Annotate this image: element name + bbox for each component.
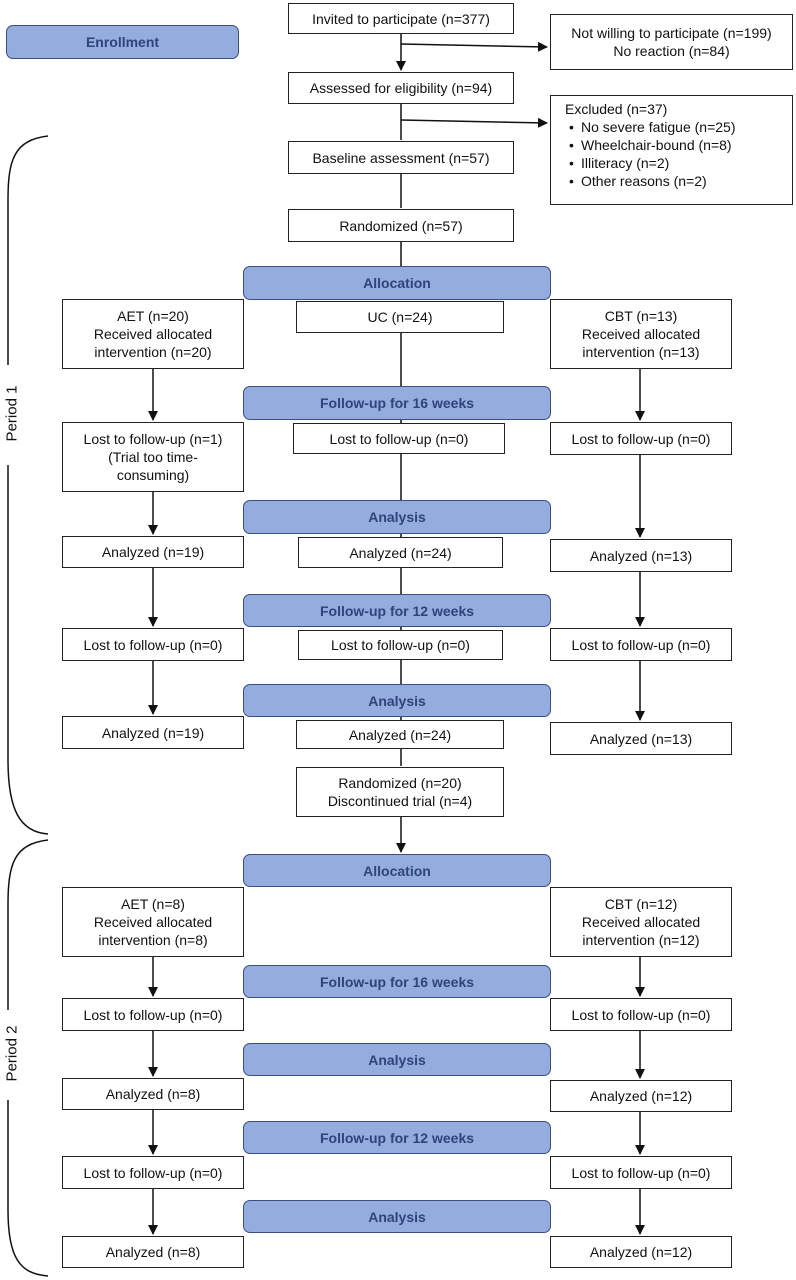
p1-an1-uc-text: Analyzed (n=24) xyxy=(349,544,452,561)
p1-an1-aet-text: Analyzed (n=19) xyxy=(101,544,205,560)
p1-aet-line: AET (n=20) xyxy=(117,308,189,324)
assessed-text: Assessed for eligibility (n=94) xyxy=(309,80,493,96)
p1-an2-cbt-box: Analyzed (n=13) xyxy=(550,722,732,755)
p1-an1-uc-box: Analyzed (n=24) xyxy=(298,537,503,568)
p1-lost2-uc-box: Lost to follow-up (n=0) xyxy=(298,630,503,660)
p2-lost1-cbt-text: Lost to follow-up (n=0) xyxy=(571,1006,711,1023)
p1-lost2-aet-box: Lost to follow-up (n=0) xyxy=(62,628,244,661)
p2-lost1-aet-text: Lost to follow-up (n=0) xyxy=(83,1006,223,1023)
p2-lost2-aet-text: Lost to follow-up (n=0) xyxy=(83,1164,223,1181)
p2-an1-aet-box: Analyzed (n=8) xyxy=(62,1078,244,1110)
p2-lost2-cbt-box: Lost to follow-up (n=0) xyxy=(550,1156,732,1189)
p1-cbt-line: Received allocated xyxy=(581,326,701,342)
p1-lost1-cbt-text: Lost to follow-up (n=0) xyxy=(571,430,711,447)
p2-an1-aet-text: Analyzed (n=8) xyxy=(105,1086,201,1102)
p1-lost1-aet-line: (Trial too time- xyxy=(108,449,198,465)
p2-lost2-cbt-text: Lost to follow-up (n=0) xyxy=(571,1164,711,1181)
p1-an1-cbt-box: Analyzed (n=13) xyxy=(550,539,732,572)
period-1-label: Period 1 xyxy=(3,379,21,448)
p1-aet-line: intervention (n=20) xyxy=(94,344,212,360)
p1-lost2-uc-text: Lost to follow-up (n=0) xyxy=(331,637,470,653)
p1-lost1-aet-line: Lost to follow-up (n=1) xyxy=(83,431,223,447)
p1-an2-cbt-text: Analyzed (n=13) xyxy=(589,730,693,747)
excluded-title: Excluded (n=37) xyxy=(565,101,668,117)
p1-an1-cbt-text: Analyzed (n=13) xyxy=(589,547,693,564)
enrollment-phase: Enrollment xyxy=(6,25,239,59)
p2-aet-line: Received allocated xyxy=(93,914,213,930)
p1-rand2-line: Randomized (n=20) xyxy=(338,775,462,791)
excluded-item: Illiteracy (n=2) xyxy=(569,154,735,172)
invited-text: Invited to participate (n=377) xyxy=(312,10,490,27)
p2-aet-line: intervention (n=8) xyxy=(98,932,208,948)
p1-lost1-aet-line: consuming) xyxy=(116,467,190,483)
invited-box: Invited to participate (n=377) xyxy=(288,3,514,34)
baseline-box: Baseline assessment (n=57) xyxy=(288,141,514,174)
excluded-item: No severe fatigue (n=25) xyxy=(569,118,736,136)
p2-aet-box: AET (n=8) Received allocated interventio… xyxy=(62,887,244,957)
p1-rand2-box: Randomized (n=20) Discontinued trial (n=… xyxy=(296,767,504,817)
p1-an2-uc-box: Analyzed (n=24) xyxy=(296,720,504,749)
p1-an1-aet-box: Analyzed (n=19) xyxy=(62,536,244,568)
analysis-phase: Analysis xyxy=(243,1200,551,1233)
p2-aet-line: AET (n=8) xyxy=(121,896,185,912)
p2-lost1-aet-box: Lost to follow-up (n=0) xyxy=(62,998,244,1031)
followup-16-phase: Follow-up for 16 weeks xyxy=(243,386,551,420)
p2-lost1-cbt-box: Lost to follow-up (n=0) xyxy=(550,998,732,1031)
assessed-box: Assessed for eligibility (n=94) xyxy=(288,72,514,104)
p2-an2-aet-box: Analyzed (n=8) xyxy=(62,1236,244,1268)
p1-uc-text: UC (n=24) xyxy=(367,309,433,325)
period-2-label: Period 2 xyxy=(3,1019,21,1088)
analysis-phase: Analysis xyxy=(243,500,551,534)
p2-cbt-line: intervention (n=12) xyxy=(582,932,700,948)
p1-lost1-uc-text: Lost to follow-up (n=0) xyxy=(329,430,469,447)
p2-cbt-line: CBT (n=12) xyxy=(604,896,678,912)
baseline-text: Baseline assessment (n=57) xyxy=(312,149,490,166)
p2-an1-cbt-text: Analyzed (n=12) xyxy=(589,1088,693,1104)
excluded-box: Excluded (n=37) No severe fatigue (n=25)… xyxy=(550,95,793,205)
excluded-list: No severe fatigue (n=25) Wheelchair-boun… xyxy=(565,118,736,190)
p1-cbt-line: CBT (n=13) xyxy=(604,308,678,324)
p2-an1-cbt-box: Analyzed (n=12) xyxy=(550,1080,732,1112)
randomized-box: Randomized (n=57) xyxy=(288,209,514,242)
no-reaction-text: No reaction (n=84) xyxy=(613,43,730,59)
p1-aet-box: AET (n=20) Received allocated interventi… xyxy=(62,299,244,369)
not-willing-box: Not willing to participate (n=199) No re… xyxy=(550,14,793,70)
followup-12-phase: Follow-up for 12 weeks xyxy=(243,1121,551,1154)
followup-12-phase: Follow-up for 12 weeks xyxy=(243,594,551,627)
p1-aet-line: Received allocated xyxy=(93,326,213,342)
followup-16-phase: Follow-up for 16 weeks xyxy=(243,965,551,998)
p2-lost2-aet-box: Lost to follow-up (n=0) xyxy=(62,1156,244,1189)
p2-cbt-box: CBT (n=12) Received allocated interventi… xyxy=(550,887,732,957)
p2-an2-cbt-box: Analyzed (n=12) xyxy=(550,1236,732,1268)
excluded-item: Other reasons (n=2) xyxy=(569,172,735,190)
p2-an2-aet-text: Analyzed (n=8) xyxy=(105,1244,201,1260)
p1-cbt-box: CBT (n=13) Received allocated interventi… xyxy=(550,299,732,369)
allocation-phase: Allocation xyxy=(243,266,551,300)
not-willing-text: Not willing to participate (n=199) xyxy=(571,25,772,41)
p1-lost2-cbt-text: Lost to follow-up (n=0) xyxy=(571,636,711,653)
allocation-phase: Allocation xyxy=(243,854,551,887)
excluded-item: Wheelchair-bound (n=8) xyxy=(569,136,735,154)
p1-lost1-cbt-box: Lost to follow-up (n=0) xyxy=(550,422,732,455)
p1-uc-box: UC (n=24) xyxy=(296,301,504,333)
analysis-phase: Analysis xyxy=(243,1043,551,1076)
p1-an2-aet-box: Analyzed (n=19) xyxy=(62,716,244,749)
p1-lost1-uc-box: Lost to follow-up (n=0) xyxy=(293,423,505,454)
p1-rand2-line: Discontinued trial (n=4) xyxy=(327,793,473,809)
randomized-text: Randomized (n=57) xyxy=(339,217,463,234)
p1-lost1-aet-box: Lost to follow-up (n=1) (Trial too time-… xyxy=(62,422,244,492)
analysis-phase: Analysis xyxy=(243,684,551,717)
p2-an2-cbt-text: Analyzed (n=12) xyxy=(589,1244,693,1260)
p1-lost2-cbt-box: Lost to follow-up (n=0) xyxy=(550,628,732,661)
p1-lost2-aet-text: Lost to follow-up (n=0) xyxy=(83,636,223,653)
p1-cbt-line: intervention (n=13) xyxy=(582,344,700,360)
p1-an2-aet-text: Analyzed (n=19) xyxy=(101,724,205,741)
p2-cbt-line: Received allocated xyxy=(581,914,701,930)
p1-an2-uc-text: Analyzed (n=24) xyxy=(348,726,452,743)
